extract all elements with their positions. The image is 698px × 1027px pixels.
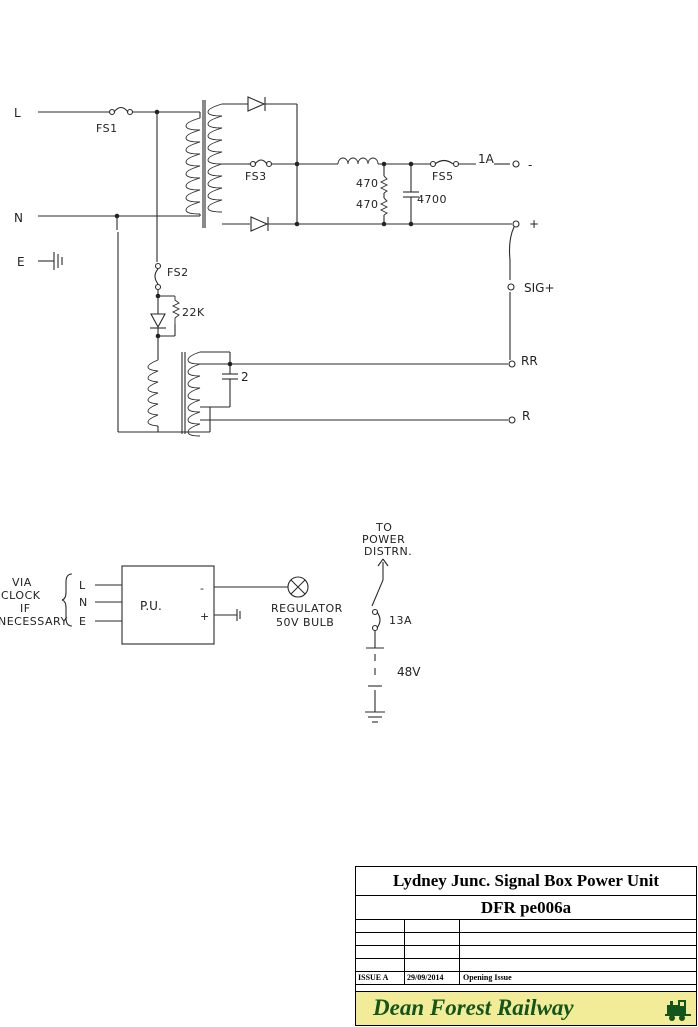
terminal-r-label: R	[522, 409, 530, 423]
revision-description: Opening Issue	[463, 973, 512, 982]
choke-and-fs5: FS5 1A -	[271, 152, 532, 183]
revision-date: 29/09/2014	[405, 972, 460, 984]
neutral-line	[38, 213, 200, 219]
clock-note: VIA CLOCK IF NECESSARY	[0, 573, 73, 628]
main-transformer	[185, 100, 250, 228]
c2-label: 2	[241, 370, 249, 384]
input-terminals: L N E	[14, 106, 25, 269]
bleed-resistors: 470 470	[356, 164, 389, 224]
smoothing-capacitor: 4700	[403, 164, 447, 224]
lamp-label-line1: REGULATOR	[271, 602, 343, 615]
source-label-line4: NECESSARY	[0, 615, 68, 628]
signal-transformer: 2	[147, 351, 508, 437]
fs2-label: FS2	[167, 266, 189, 279]
terminal-sig-label: SIG+	[524, 281, 555, 295]
title-block: Lydney Junc. Signal Box Power Unit DFR p…	[355, 866, 697, 1026]
rating-1a-label: 1A	[478, 152, 495, 166]
battery-circuit: TO POWER DISTRN. 13A 48V	[362, 521, 421, 723]
c1-label: 4700	[417, 193, 447, 206]
revision-row-blank	[356, 933, 696, 946]
revision-row: ISSUE A 29/09/2014 Opening Issue	[356, 972, 696, 985]
positive-rail: + SIG+	[297, 217, 555, 360]
drawing-title: Lydney Junc. Signal Box Power Unit	[356, 867, 696, 896]
r3-label: 22K	[182, 306, 205, 319]
source-label-line3: IF	[20, 602, 31, 615]
fs1-label: FS1	[96, 122, 118, 135]
r1-label: 470	[356, 177, 379, 190]
terminal-e-label: E	[17, 255, 25, 269]
terminal-l-label: L	[14, 106, 21, 120]
signal-supply-branch: FS2 22K	[150, 112, 205, 360]
unit-input-e: E	[79, 615, 86, 628]
fs3-fuse: FS3	[245, 159, 273, 183]
fs5-label: FS5	[432, 170, 454, 183]
earth-symbol	[38, 252, 63, 270]
unit-input-n: N	[79, 596, 88, 609]
company-banner: Dean Forest Railway	[356, 991, 696, 1025]
destination-line2: POWER	[362, 533, 405, 546]
revision-row-blank	[356, 946, 696, 959]
terminal-plus-label: +	[529, 217, 539, 231]
power-unit-label: P.U.	[140, 599, 162, 613]
unit-output-plus: +	[200, 610, 210, 623]
company-name: Dean Forest Railway	[373, 995, 574, 1020]
r2-label: 470	[356, 198, 379, 211]
regulator-lamp: REGULATOR 50V BULB	[214, 576, 343, 629]
terminal-rr-label: RR	[521, 354, 538, 368]
signal-terminals: RR R	[508, 354, 538, 424]
revision-row-blank	[356, 920, 696, 933]
locomotive-logo-icon	[665, 1000, 691, 1021]
unit-input-l: L	[79, 579, 86, 592]
drawing-number: DFR pe006a	[356, 896, 696, 920]
terminal-minus-label: -	[528, 158, 532, 172]
live-line: FS1	[38, 106, 200, 135]
fs3-label: FS3	[245, 170, 267, 183]
destination-line3: DISTRN.	[364, 545, 412, 558]
source-label-line1: VIA	[12, 576, 32, 589]
unit-output-minus: -	[200, 582, 204, 595]
revision-row-blank	[356, 959, 696, 972]
destination-line1: TO	[375, 521, 392, 534]
terminal-n-label: N	[14, 211, 23, 225]
chassis-loop	[116, 216, 211, 433]
battery-label: 48V	[397, 665, 421, 679]
lamp-label-line2: 50V BULB	[276, 616, 334, 629]
switch-rating-label: 13A	[389, 614, 412, 627]
revision-issue: ISSUE A	[356, 972, 405, 984]
power-unit-block: P.U. L N E - +	[79, 565, 215, 645]
source-label-line2: CLOCK	[1, 589, 41, 602]
